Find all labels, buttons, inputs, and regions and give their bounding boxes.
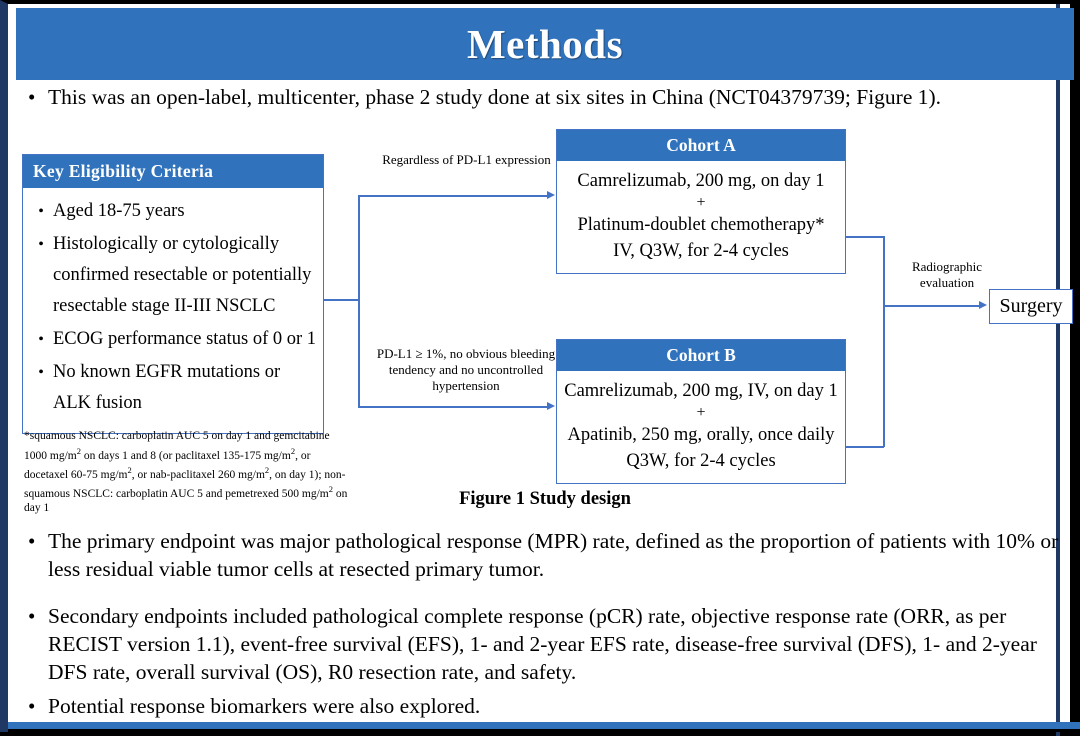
connector-merge-vertical bbox=[883, 236, 885, 447]
list-item: • Histologically or cytologically confir… bbox=[29, 229, 317, 322]
bullet-secondary-endpoints: • Secondary endpoints included pathologi… bbox=[22, 602, 1062, 686]
eligibility-box-header: Key Eligibility Criteria bbox=[23, 155, 323, 188]
list-item-label: Histologically or cytologically confirme… bbox=[53, 234, 312, 316]
bullet-marker-icon: • bbox=[38, 236, 44, 253]
eligibility-criteria-box: Key Eligibility Criteria • Aged 18-75 ye… bbox=[22, 154, 324, 434]
cohort-b-line-1: Camrelizumab, 200 mg, IV, on day 1 bbox=[564, 381, 838, 401]
footnote-sup: 2 bbox=[76, 445, 81, 456]
footnote-sup: 2 bbox=[127, 464, 132, 475]
cohort-b-box: Cohort B Camrelizumab, 200 mg, IV, on da… bbox=[556, 339, 846, 484]
arrow-label-pdl1-positive: PD-L1 ≥ 1%, no obvious bleeding tendency… bbox=[376, 346, 556, 393]
bullet-marker-icon: • bbox=[38, 331, 44, 348]
connector-to-cohort-a bbox=[358, 195, 548, 197]
connector-cohort-a-out bbox=[846, 236, 884, 238]
footnote-sup: 2 bbox=[290, 445, 296, 456]
arrow-head-cohort-b-icon bbox=[547, 402, 555, 410]
slide-right-edge-accent bbox=[1056, 4, 1060, 736]
surgery-label: Surgery bbox=[999, 295, 1063, 317]
lead-bullet-text: This was an open-label, multicenter, pha… bbox=[48, 85, 942, 109]
footnote-line-3b: on day 1 bbox=[24, 487, 348, 515]
slide-bottom-edge bbox=[8, 729, 1080, 732]
cohort-a-header: Cohort A bbox=[557, 130, 845, 161]
eligibility-criteria-list: • Aged 18-75 years • Histologically or c… bbox=[23, 188, 323, 433]
list-item: • ECOG performance status of 0 or 1 bbox=[29, 324, 317, 355]
cohort-b-header: Cohort B bbox=[557, 340, 845, 371]
cohort-b-body: Camrelizumab, 200 mg, IV, on day 1 + Apa… bbox=[557, 371, 845, 483]
bullet-secondary-endpoints-text: Secondary endpoints included pathologica… bbox=[48, 604, 1037, 684]
footnote-line-3a: squamous NSCLC: carboplatin AUC 5 and pe… bbox=[24, 487, 329, 500]
connector-to-surgery bbox=[883, 305, 981, 307]
connector-elig-stub bbox=[324, 299, 358, 301]
cohort-b-line-2: Apatinib, 250 mg, orally, once daily bbox=[567, 425, 835, 445]
slide-title-bar: Methods bbox=[16, 8, 1074, 80]
bullet-marker-icon: • bbox=[38, 364, 44, 381]
connector-to-cohort-b bbox=[358, 406, 548, 408]
lead-bullet: • This was an open-label, multicenter, p… bbox=[22, 83, 1062, 111]
bullet-biomarkers: • Potential response biomarkers were als… bbox=[22, 692, 1062, 720]
connector-vertical-split bbox=[358, 195, 360, 407]
bullet-marker-icon: • bbox=[28, 529, 36, 553]
bullet-marker-icon: • bbox=[38, 203, 44, 220]
bullet-primary-endpoint: • The primary endpoint was major patholo… bbox=[22, 527, 1062, 583]
surgery-box: Surgery bbox=[989, 289, 1073, 324]
chemotherapy-footnote: *squamous NSCLC: carboplatin AUC 5 on da… bbox=[24, 429, 354, 516]
footnote-line-2d: , on day 1); non- bbox=[269, 468, 346, 481]
list-item-label: Aged 18-75 years bbox=[53, 201, 185, 221]
cohort-a-plus: + bbox=[696, 194, 706, 211]
cohort-a-box: Cohort A Camrelizumab, 200 mg, on day 1 … bbox=[556, 129, 846, 274]
footnote-line-1b: on days 1 and 8 (or bbox=[80, 449, 173, 462]
list-item: • Aged 18-75 years bbox=[29, 196, 317, 227]
cohort-a-line-1: Camrelizumab, 200 mg, on day 1 bbox=[577, 171, 825, 191]
cohort-b-line-3: Q3W, for 2-4 cycles bbox=[626, 451, 776, 471]
bullet-biomarkers-text: Potential response biomarkers were also … bbox=[48, 694, 481, 718]
cohort-b-plus: + bbox=[696, 404, 706, 421]
arrow-label-radiographic-evaluation: Radiographic evaluation bbox=[911, 259, 983, 290]
footnote-sup: 2 bbox=[328, 484, 333, 495]
list-item-label: ECOG performance status of 0 or 1 bbox=[53, 329, 317, 349]
bullet-marker-icon: • bbox=[28, 694, 36, 718]
footnote-line-1a: *squamous NSCLC: carboplatin AUC 5 on da… bbox=[24, 430, 330, 462]
arrow-head-surgery-icon bbox=[979, 301, 987, 309]
figure-caption: Figure 1 Study design bbox=[459, 489, 631, 509]
footnote-line-2b: , or docetaxel 60-75 mg/m bbox=[24, 449, 311, 481]
cohort-a-body: Camrelizumab, 200 mg, on day 1 + Platinu… bbox=[557, 161, 845, 273]
arrow-label-pdl1-any: Regardless of PD-L1 expression bbox=[382, 152, 551, 167]
list-item: • No known EGFR mutations or ALK fusion bbox=[29, 357, 317, 419]
study-design-diagram: Key Eligibility Criteria • Aged 18-75 ye… bbox=[16, 114, 1074, 514]
footnote-line-2c: , or nab-paclitaxel 260 mg/m bbox=[131, 468, 265, 481]
bullet-marker-icon: • bbox=[28, 85, 36, 109]
slide-bottom-accent-bar bbox=[8, 722, 1080, 732]
footnote-line-2a: paclitaxel 135-175 mg/m bbox=[175, 449, 291, 462]
cohort-a-line-2: Platinum-doublet chemotherapy* bbox=[577, 215, 825, 235]
list-item-label: No known EGFR mutations or ALK fusion bbox=[53, 362, 281, 413]
cohort-a-line-3: IV, Q3W, for 2-4 cycles bbox=[613, 241, 789, 261]
bullet-primary-endpoint-text: The primary endpoint was major pathologi… bbox=[48, 529, 1059, 581]
arrow-head-cohort-a-icon bbox=[547, 191, 555, 199]
bullet-marker-icon: • bbox=[28, 604, 36, 628]
page-title: Methods bbox=[466, 21, 624, 67]
connector-cohort-b-out bbox=[846, 446, 884, 448]
footnote-sup: 2 bbox=[264, 464, 270, 475]
